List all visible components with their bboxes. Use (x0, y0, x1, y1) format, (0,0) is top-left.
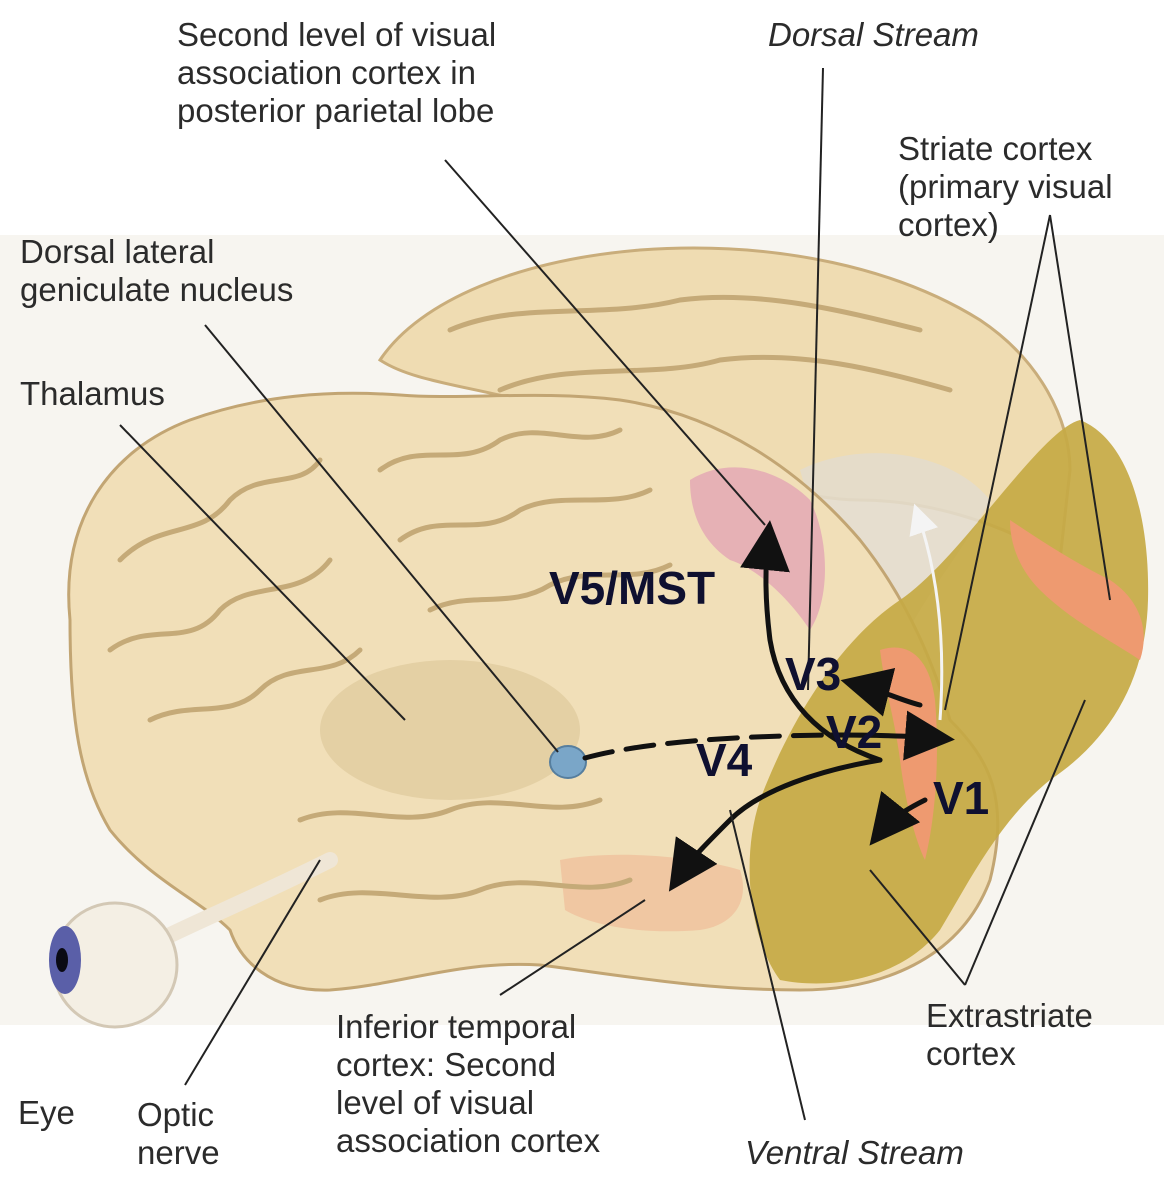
leader-lines (119, 67, 1111, 1121)
label-ventral-stream: Ventral Stream (745, 1134, 964, 1171)
inferior-temporal-area (560, 854, 744, 932)
area-label-v3: V3 (785, 648, 842, 700)
label-inferior-temporal: Inferior temporal cortex: Second level o… (336, 1008, 601, 1159)
medial-white-arrow (909, 503, 944, 721)
label-eye: Eye (18, 1094, 75, 1131)
v1-inner-arrow (869, 790, 928, 846)
thalamus-shading (320, 660, 580, 800)
label-dorsal-stream: Dorsal Stream (768, 16, 979, 53)
label-optic-nerve: Optic nerve (137, 1096, 220, 1171)
lgn-to-v1-dashed-arrow (582, 732, 853, 761)
label-extrastriate: Extrastriate cortex (926, 997, 1093, 1072)
label-striate-cortex: Striate cortex (primary visual cortex) (898, 130, 1113, 243)
eye-pupil (56, 948, 68, 972)
optic-nerve (152, 852, 338, 948)
area-label-v2: V2 (826, 706, 883, 758)
ventral-arrow-to-it (668, 757, 883, 892)
corpus-callosum (800, 453, 990, 700)
striate-cortex-medial (1010, 520, 1144, 660)
v1-to-v3-arrow (840, 668, 923, 717)
label-second-level-parietal: Second level of visual association corte… (177, 16, 497, 129)
area-label-v5-mst: V5/MST (549, 562, 716, 614)
label-thalamus: Thalamus (20, 375, 165, 412)
area-label-v1: V1 (933, 772, 990, 824)
v2-to-v1-arrow (827, 710, 955, 761)
pathway-arrows (582, 520, 955, 892)
label-dorsal-lgn: Dorsal lateral geniculate nucleus (20, 233, 294, 308)
gyri-lines (107, 294, 953, 903)
area-label-v4: V4 (696, 734, 753, 786)
dorsal-arrow-to-v5 (740, 520, 883, 763)
lgn-nucleus (549, 745, 587, 779)
